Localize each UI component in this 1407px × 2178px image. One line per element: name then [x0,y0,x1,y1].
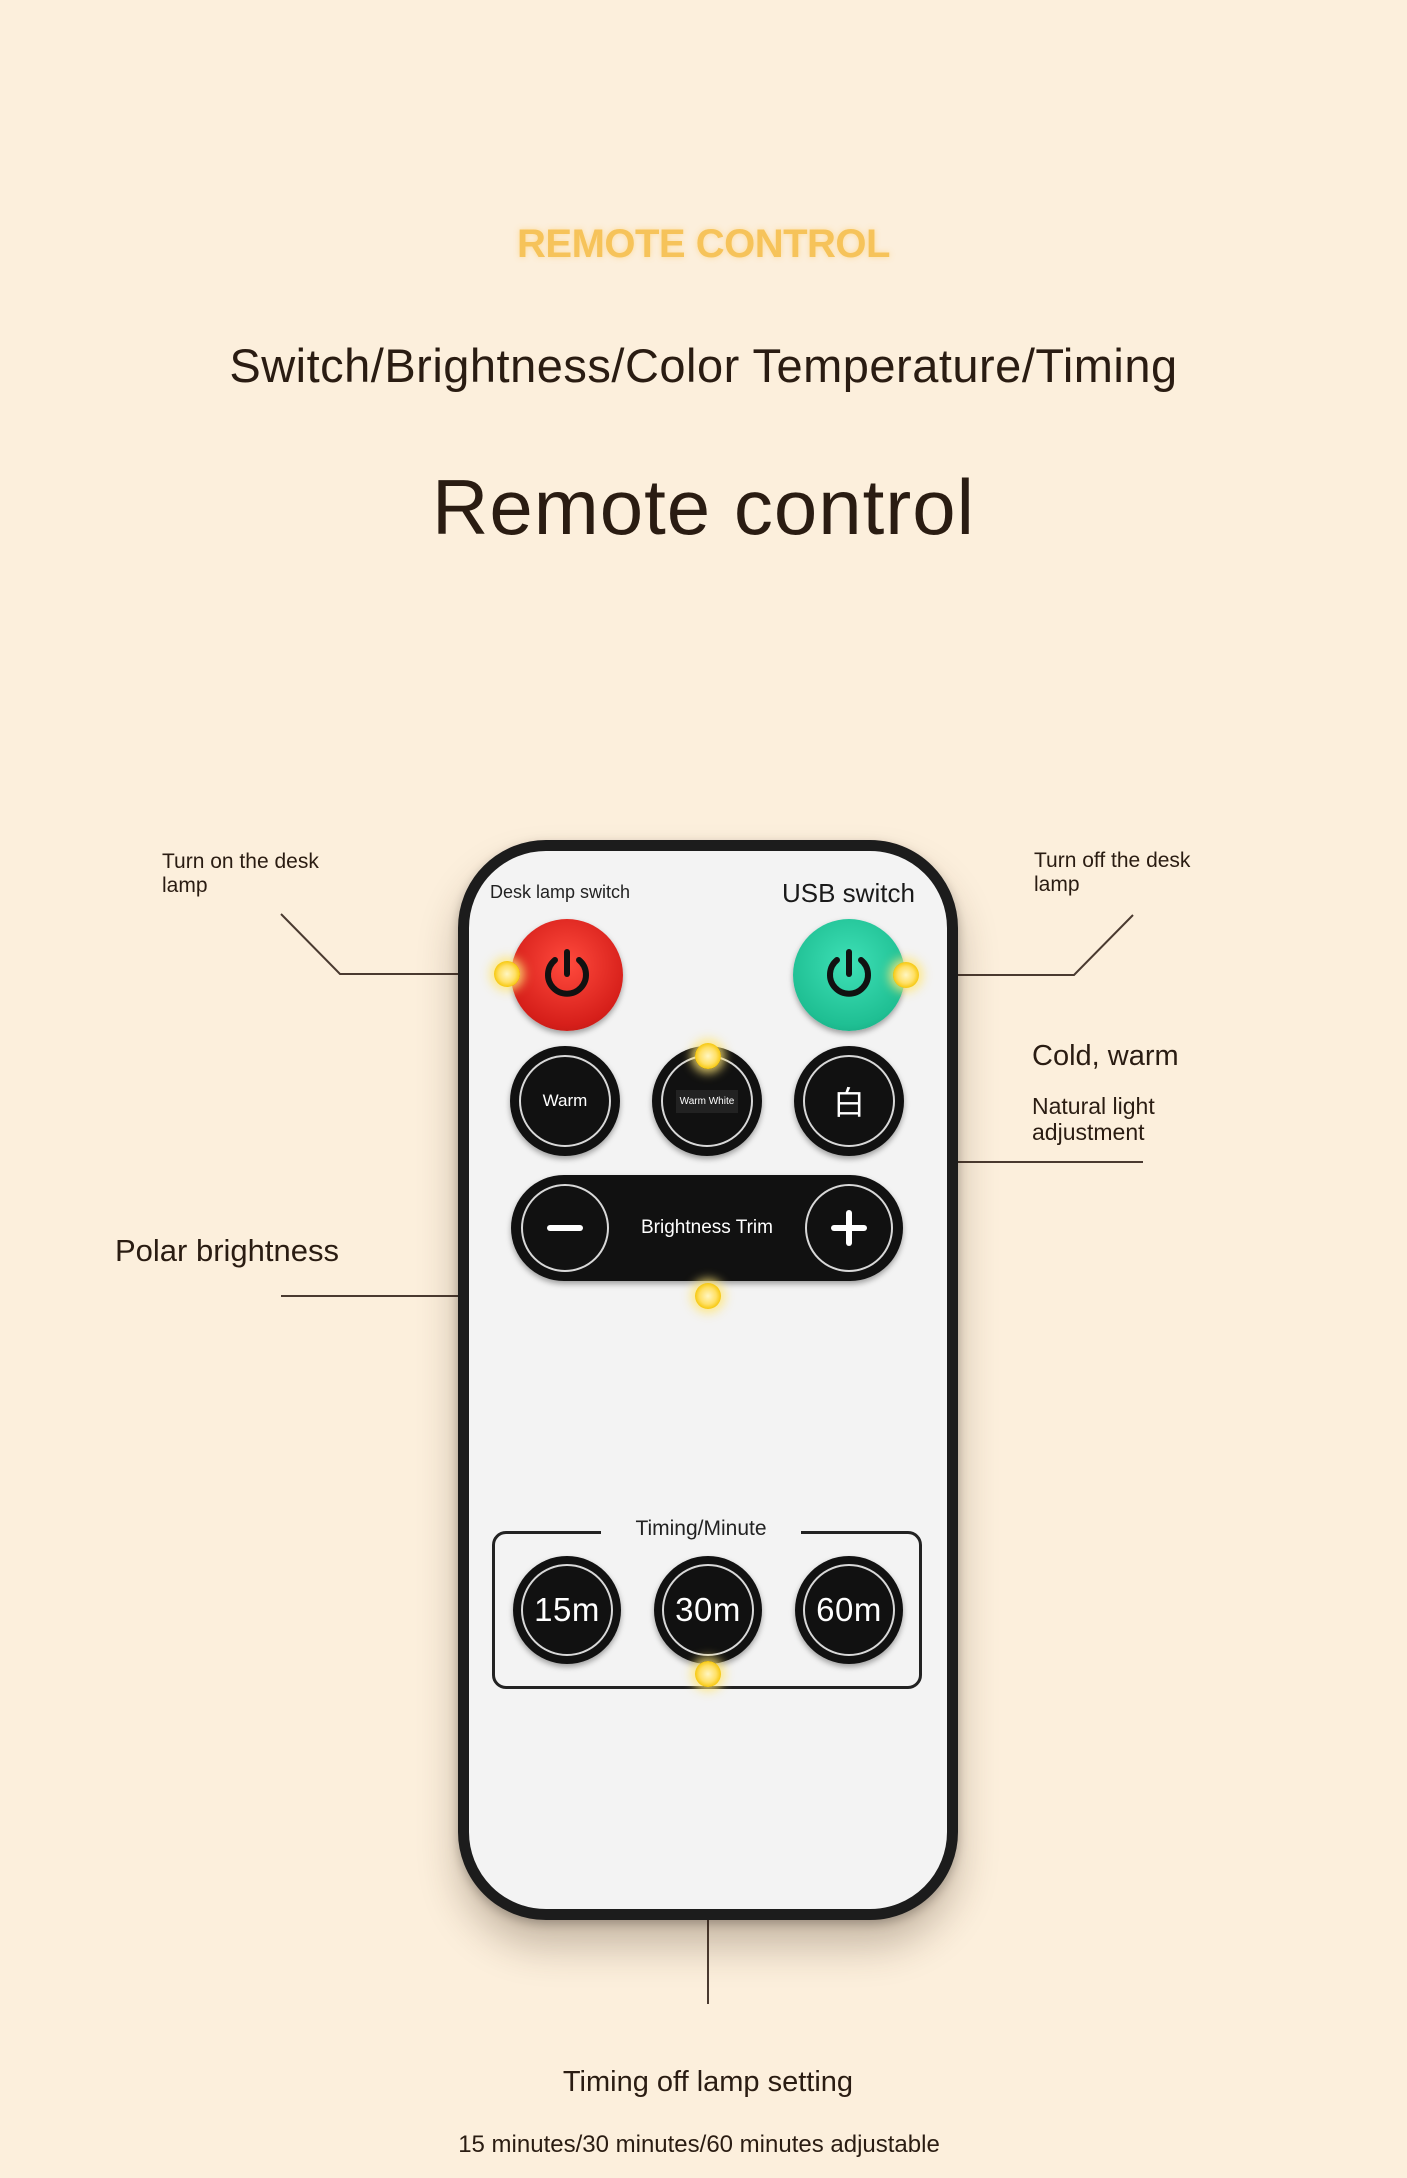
warm-white-button-label: Warm White [675,1089,739,1113]
timer-30m-button[interactable]: 30m [654,1556,762,1664]
cold-warm-annotation: Cold, warm [1032,1040,1179,1072]
timer-15m-button[interactable]: 15m [513,1556,621,1664]
timer-label: 15m [534,1591,600,1628]
page-title: Remote control [432,463,975,551]
callout-dot [695,1283,721,1309]
timer-label: 60m [816,1591,882,1628]
warm-button-label: Warm [542,1091,588,1110]
usb-switch-label: USB switch [782,878,915,908]
timing-minute-label: Timing/Minute [601,1517,801,1541]
brightness-down-button[interactable] [513,1176,617,1280]
features-subtitle: Switch/Brightness/Color Temperature/Timi… [229,339,1178,392]
timing-off-annotation: Timing off lamp setting [562,2066,854,2098]
desk-lamp-switch-label: Desk lamp switch [490,882,631,902]
desk-lamp-power-button[interactable] [511,919,623,1031]
callout-dot [695,1661,721,1687]
callout-dot [893,962,919,988]
white-button-label: 白 [832,1084,865,1122]
natural-light-annotation: Natural light adjustment [1032,1093,1155,1146]
timing-adjustable-annotation: 15 minutes/30 minutes/60 minutes adjusta… [458,2131,940,2158]
callout-dot [494,961,520,987]
power-icon [827,949,871,997]
warm-button[interactable]: Warm [510,1046,620,1156]
timer-label: 30m [675,1591,741,1628]
minus-icon [521,1184,609,1272]
power-icon [545,949,589,997]
turn-on-callout-line [280,913,507,975]
plus-icon [805,1184,893,1272]
white-button[interactable]: 白 [794,1046,904,1156]
turn-on-annotation: Turn on the desk lamp [162,850,319,898]
brightness-trim-label: Brightness Trim [641,1217,773,1238]
callout-dot [695,1043,721,1069]
turn-off-callout-line [906,914,1134,976]
polar-brightness-annotation: Polar brightness [115,1233,340,1268]
brightness-up-button[interactable] [797,1176,901,1280]
timer-60m-button[interactable]: 60m [795,1556,903,1664]
turn-off-annotation: Turn off the desk lamp [1034,849,1191,897]
brightness-trim-control: Brightness Trim [511,1175,903,1281]
usb-power-button[interactable] [793,919,905,1031]
eyebrow-heading: REMOTE CONTROL [517,222,890,266]
